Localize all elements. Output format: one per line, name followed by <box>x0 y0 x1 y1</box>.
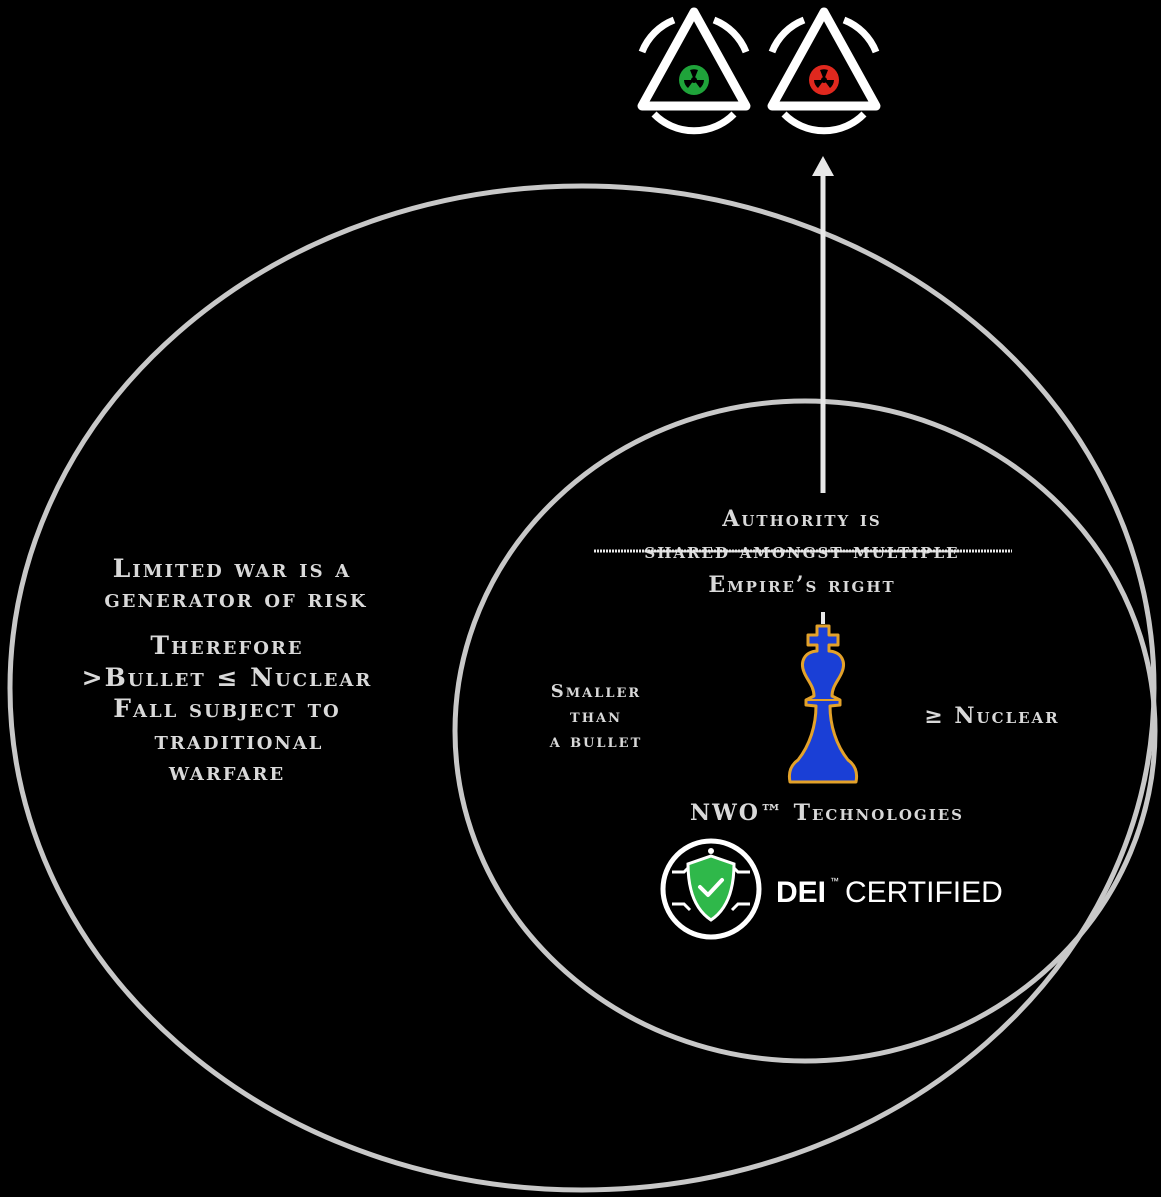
nwo-label: NWO™ Technologies <box>690 800 964 826</box>
badge-bold-text: DEI <box>776 876 826 909</box>
radiation-red-triangle-icon <box>767 7 881 135</box>
outer-label-line: Fall subject to <box>113 694 340 723</box>
outer-label-line: Therefore <box>150 631 303 660</box>
scale-left-line: Smaller <box>551 681 641 702</box>
arrow-head <box>812 156 834 176</box>
authority-line: Authority is <box>721 506 881 532</box>
radiation-green-triangle-icon <box>637 7 751 135</box>
badge-light-text: CERTIFIED <box>845 876 1003 909</box>
dei-badge: DEI ™ CERTIFIED <box>660 838 1003 940</box>
shield-check-icon <box>660 838 762 940</box>
scale-left-line: a bullet <box>549 731 643 752</box>
outer-label-line: generator of risk <box>104 584 367 613</box>
inner-label: Authority is shared amongst multiple Emp… <box>594 506 1012 598</box>
outer-label-line: Limited war is a <box>113 554 352 583</box>
outer-label-line: warfare <box>168 757 285 786</box>
outer-label: Limited war is a generator of risk There… <box>82 554 373 786</box>
scale-left-label: Smaller than a bullet <box>549 681 643 752</box>
scale-left-line: than <box>570 706 622 727</box>
outer-label-line: traditional <box>155 726 324 755</box>
badge-tm: ™ <box>830 876 839 886</box>
empire-right-line: Empire’s right <box>708 572 895 598</box>
inner-circle <box>452 398 1158 1064</box>
scale-right-label: ≥ Nuclear <box>924 703 1059 729</box>
chess-king-icon <box>787 624 859 784</box>
outer-label-line: >Bullet ≤ Nuclear <box>82 663 373 692</box>
